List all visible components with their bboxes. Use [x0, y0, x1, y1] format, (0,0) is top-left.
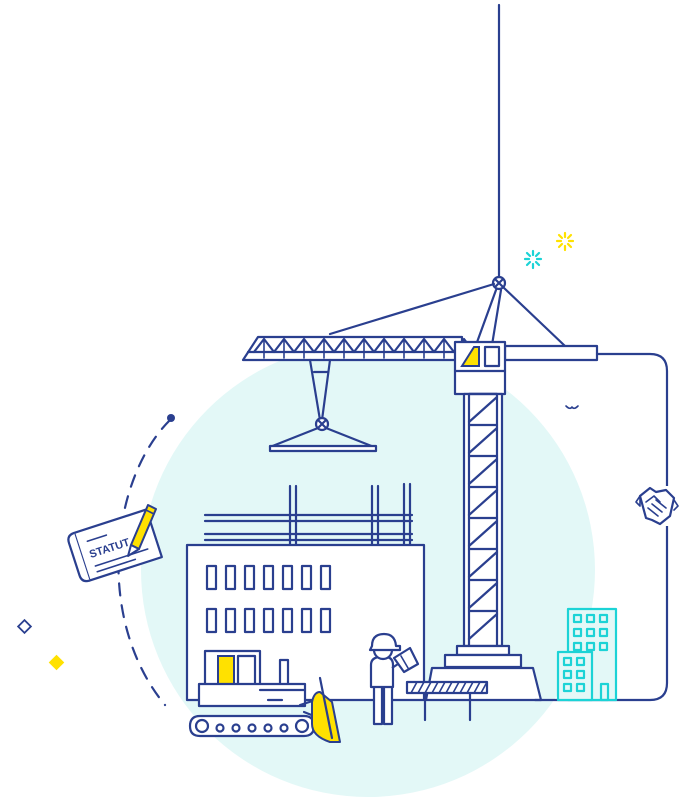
apartment-window [572, 627, 583, 638]
mast-diagonal [467, 488, 499, 517]
barrier-stripe [424, 681, 432, 694]
apartment-door [599, 682, 610, 702]
building-window [281, 564, 294, 591]
apartment-window [562, 682, 573, 693]
building-window [243, 564, 256, 591]
statute-document-with-pencil-icon: STATUT [67, 504, 163, 583]
apartment-building-icon [556, 607, 618, 702]
tower-crane-icon [241, 3, 599, 702]
building-window [300, 564, 313, 591]
building-window [205, 607, 218, 634]
barrier-stripe [480, 681, 488, 694]
sparkle-icon [555, 231, 575, 252]
apartment-window [598, 641, 609, 652]
track-wheel [294, 718, 310, 734]
mast-diagonal [467, 395, 499, 424]
apartment-window [585, 641, 596, 652]
apartment-window [575, 669, 586, 680]
barrier-stripe [438, 681, 446, 694]
apartment-window [572, 641, 583, 652]
building-window [319, 607, 332, 634]
dashed-arc [117, 418, 172, 707]
building-window [224, 564, 237, 591]
building-window [224, 607, 237, 634]
barrier-stripe [466, 681, 474, 694]
pencil-icon [127, 504, 157, 557]
diamond-icon [16, 618, 33, 635]
apartment-window [598, 613, 609, 624]
building-window [262, 564, 275, 591]
barrier-stripe [431, 681, 439, 694]
arc-end-dot [167, 414, 175, 422]
mast-diagonal [467, 612, 499, 641]
mast-diagonal [467, 581, 499, 610]
bulldozer-icon [188, 649, 341, 743]
apartment-window [585, 613, 596, 624]
handshake-icon [635, 486, 679, 526]
building-window [243, 607, 256, 634]
apartment-window [575, 682, 586, 693]
track-roller [279, 723, 289, 733]
apartment-window [572, 613, 583, 624]
building-window [319, 564, 332, 591]
bird-icon [565, 405, 579, 410]
barrier-stripe [417, 681, 425, 694]
apartment-window [575, 656, 586, 667]
barrier-stripe [473, 681, 481, 694]
apartment-window [562, 656, 573, 667]
diamond-icon [48, 654, 65, 671]
track-roller [231, 723, 241, 733]
apartment-window [598, 627, 609, 638]
track-roller [247, 723, 257, 733]
track-roller [215, 723, 225, 733]
building-window [300, 607, 313, 634]
building-window [281, 607, 294, 634]
track-roller [263, 723, 273, 733]
road-barrier-icon [405, 680, 489, 722]
track-wheel [194, 718, 210, 734]
apartment-window [562, 669, 573, 680]
barrier-stripe [410, 681, 418, 694]
barrier-stripe [452, 681, 460, 694]
mast-diagonal [467, 426, 499, 455]
building-window [205, 564, 218, 591]
sparkle-icon [523, 249, 543, 270]
mast-diagonal [467, 519, 499, 548]
mast-diagonal [467, 550, 499, 579]
connector-line [533, 352, 669, 702]
apartment-window [585, 627, 596, 638]
building-window [262, 607, 275, 634]
barrier-stripe [459, 681, 467, 694]
mast-diagonal [467, 457, 499, 486]
engineer-with-hard-hat-icon [368, 632, 420, 726]
barrier-stripe [445, 681, 453, 694]
